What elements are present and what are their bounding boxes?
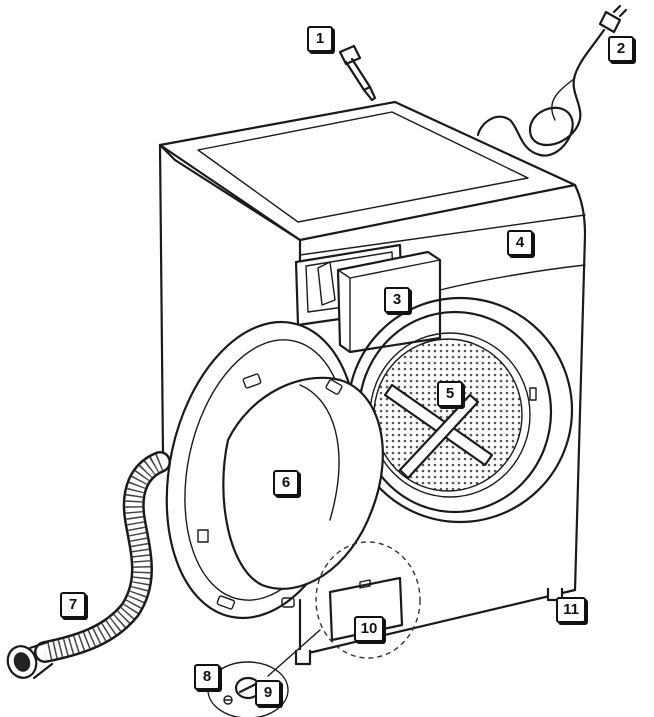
callout-10: 10: [354, 616, 384, 642]
callout-11: 11: [556, 597, 586, 623]
callout-6: 6: [273, 470, 299, 496]
drum: [346, 296, 574, 524]
filter-cover: [267, 541, 421, 677]
callout-9: 9: [255, 680, 281, 706]
bolt-part: [338, 44, 377, 102]
machine-body: [158, 100, 587, 666]
callout-5: 5: [437, 381, 463, 407]
callout-1: 1: [307, 26, 333, 52]
callout-2: 2: [608, 36, 634, 62]
door: [165, 320, 384, 620]
callout-4: 4: [507, 230, 533, 256]
drain-hose: [6, 451, 171, 680]
callout-7: 7: [60, 592, 86, 618]
callout-8: 8: [194, 664, 220, 690]
callout-3: 3: [384, 287, 410, 313]
power-cord: [476, 4, 628, 157]
